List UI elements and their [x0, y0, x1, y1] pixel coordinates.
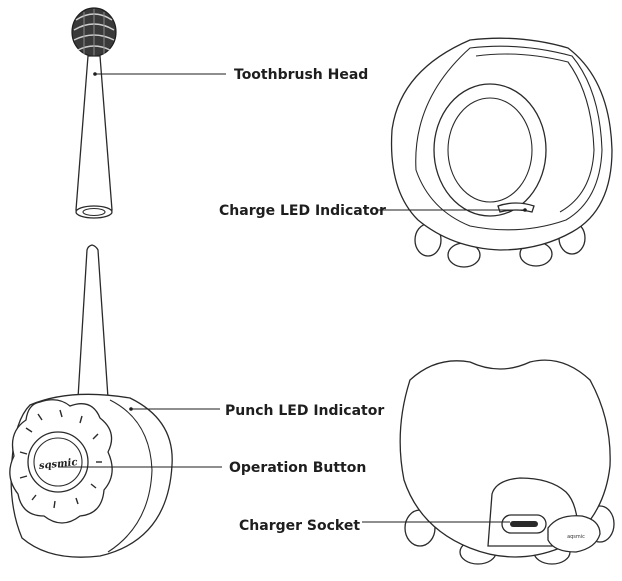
label-toothbrush-head: Toothbrush Head [234, 67, 368, 83]
label-charger-socket: Charger Socket [239, 518, 360, 534]
charge-led-strip [497, 202, 535, 213]
charger-back: aqsmic [399, 359, 615, 565]
bristle-ball [71, 7, 117, 57]
label-punch-led-indicator: Punch LED Indicator [225, 403, 384, 419]
label-operation-button: Operation Button [229, 460, 366, 476]
label-charge-led-indicator: Charge LED Indicator [219, 203, 386, 219]
plug-logo: aqsmic [567, 534, 585, 540]
toothbrush-handle: sqsmic [9, 244, 173, 558]
cap-notches [19, 409, 102, 509]
toothbrush-head [71, 7, 117, 219]
charger-front [390, 37, 613, 268]
charger-plug [547, 515, 601, 553]
callout-lines [58, 73, 525, 523]
handle-logo: sqsmic [38, 457, 78, 472]
operation-button[interactable] [27, 431, 89, 493]
